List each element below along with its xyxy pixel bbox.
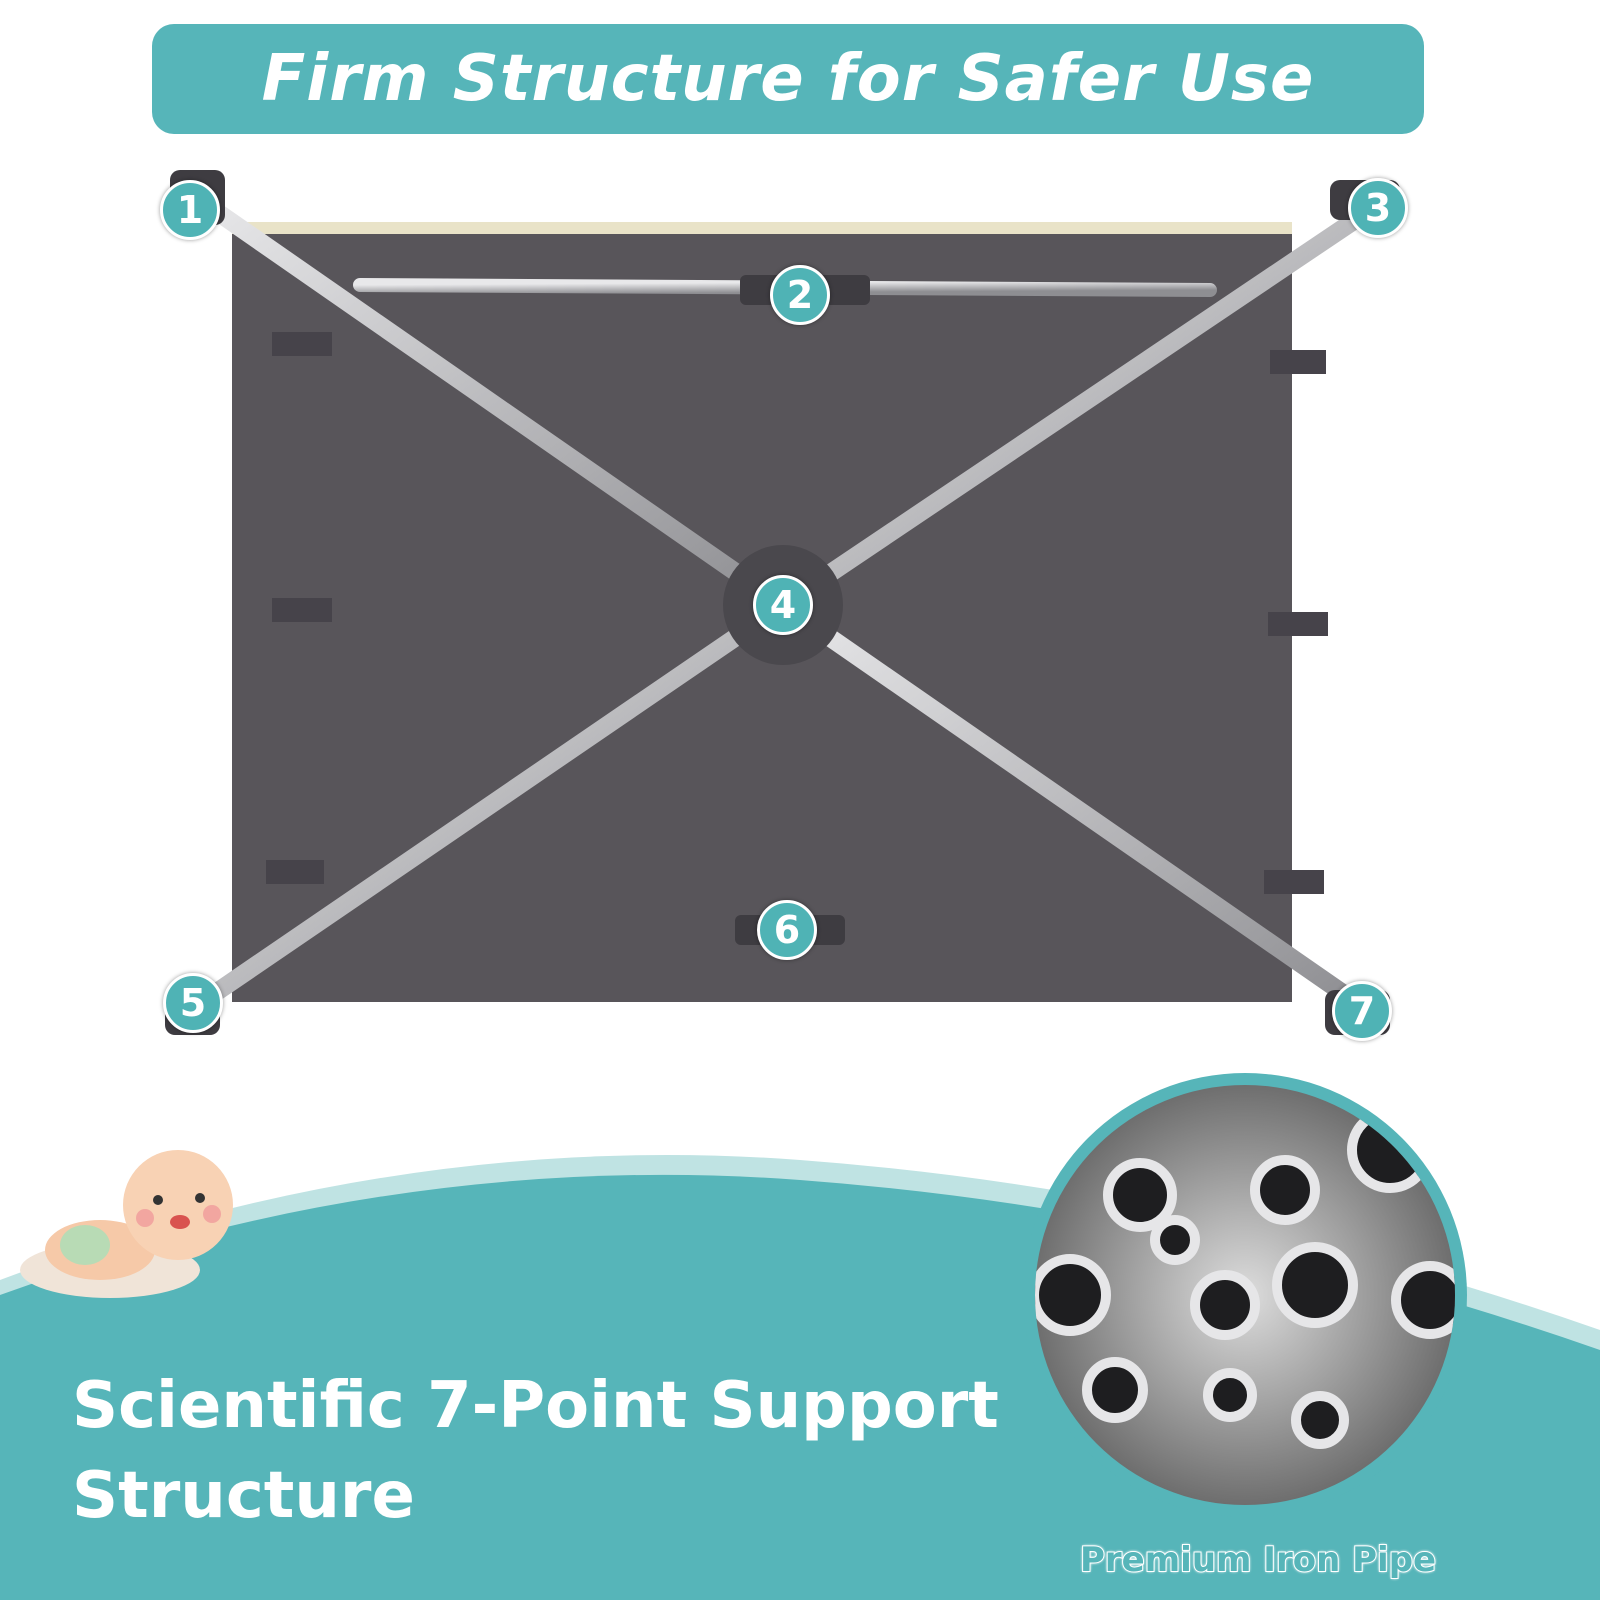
diagonal-pipe	[191, 191, 792, 614]
diagonal-pipe	[774, 201, 1379, 614]
diagonal-pipe	[196, 596, 792, 1009]
support-point-marker: 2	[770, 265, 830, 325]
baby-illustration	[20, 1150, 233, 1298]
support-point-marker: 1	[160, 180, 220, 240]
support-point-marker: 7	[1332, 981, 1392, 1041]
page-title: Firm Structure for Safer Use	[261, 42, 1315, 116]
headline-line-1: Scientific 7-Point Support	[72, 1369, 999, 1443]
support-point-marker: 4	[753, 575, 813, 635]
headline-line-2: Structure	[72, 1458, 415, 1533]
iron-pipe-photo	[1035, 1085, 1455, 1505]
headline: Scientific 7-Point Support Structure	[72, 1362, 999, 1541]
pipe-caption: Premium Iron Pipe	[1079, 1539, 1437, 1581]
support-point-marker: 5	[163, 973, 223, 1033]
support-point-marker: 3	[1348, 178, 1408, 238]
diagonal-pipe	[774, 596, 1369, 1014]
support-point-marker: 6	[757, 900, 817, 960]
title-banner: Firm Structure for Safer Use	[152, 24, 1424, 134]
